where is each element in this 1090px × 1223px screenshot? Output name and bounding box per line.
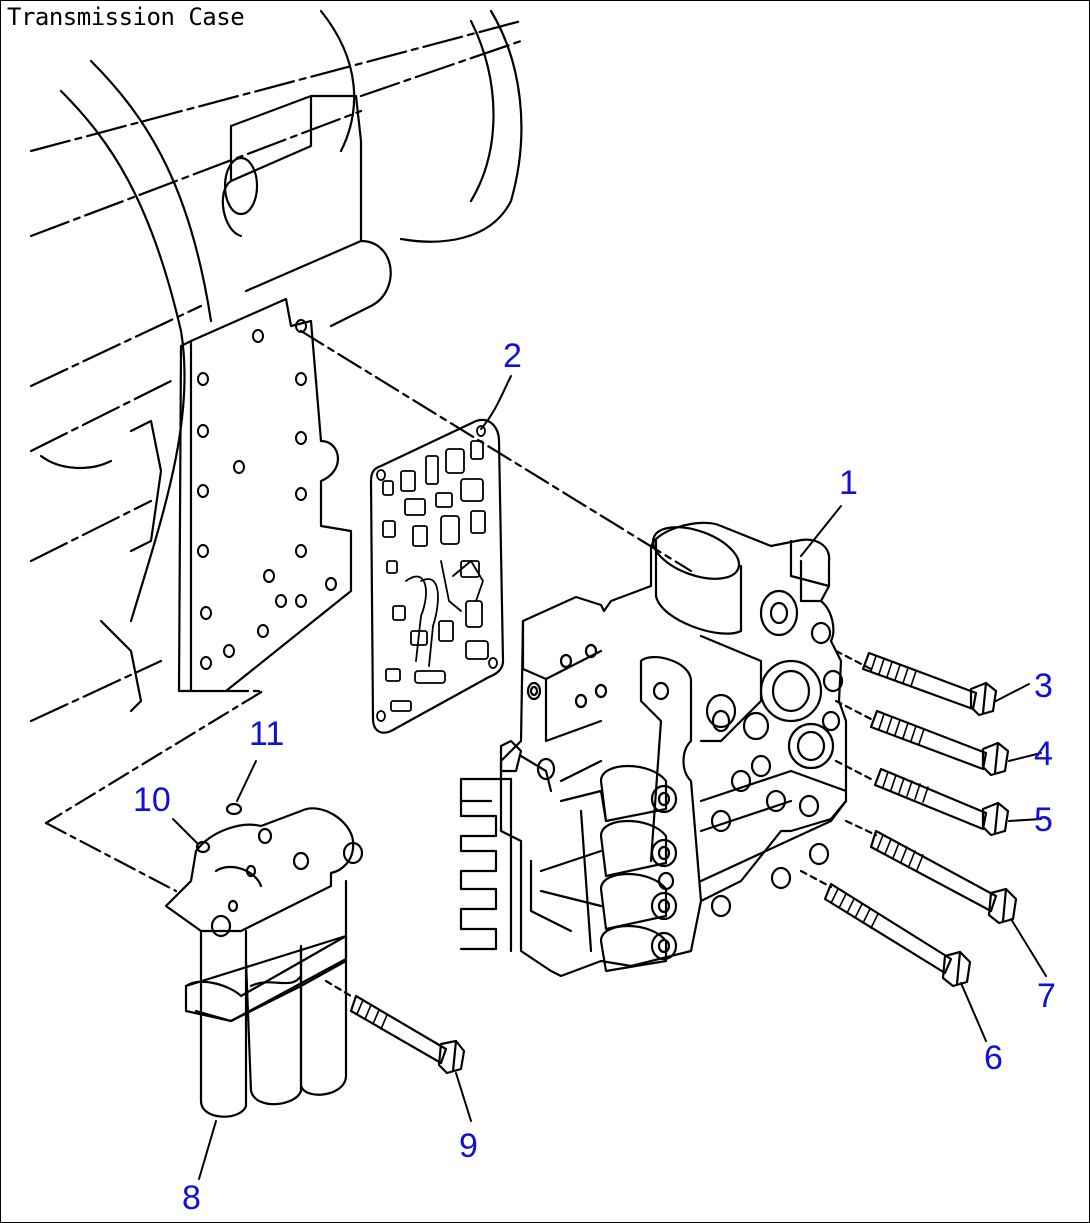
callout-7: 7	[1037, 977, 1056, 1015]
diagram-title: Transmission Case	[7, 3, 245, 31]
connector	[459, 777, 513, 953]
control-valve-assembly	[459, 521, 848, 978]
case-bolt-holes	[197, 319, 337, 670]
callout-9: 9	[459, 1127, 478, 1165]
callout-5: 5	[1034, 801, 1053, 839]
callout-2: 2	[503, 337, 522, 375]
callout-11: 11	[249, 715, 285, 753]
callout-1: 1	[839, 464, 858, 502]
callout-10: 10	[133, 781, 171, 819]
transmission-case	[29, 9, 523, 825]
gasket	[369, 418, 505, 734]
valve-bolts-upper	[834, 649, 1010, 837]
o-ring-10	[195, 840, 211, 854]
strainer-assembly	[44, 802, 364, 1118]
strainer-bolt	[324, 979, 466, 1075]
callout-8: 8	[182, 1179, 201, 1217]
alignment-line	[299, 329, 693, 573]
callout-4: 4	[1034, 735, 1053, 773]
valve-bolts-lower	[799, 819, 1018, 988]
o-ring-11	[225, 802, 243, 816]
callout-3: 3	[1034, 667, 1053, 705]
solenoid-stack	[599, 764, 678, 973]
callout-6: 6	[984, 1039, 1003, 1077]
callout-leaders	[172, 375, 1047, 1180]
